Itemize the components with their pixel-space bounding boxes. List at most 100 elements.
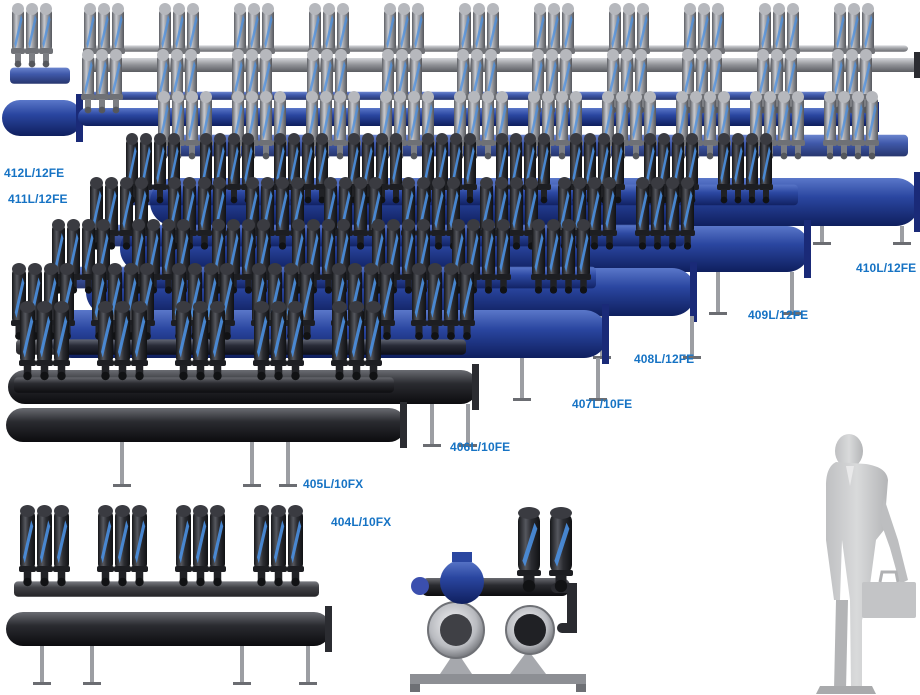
disc-filter-icon (791, 91, 805, 160)
disc-filter-icon (823, 91, 837, 160)
disc-filter-icon (407, 91, 421, 160)
disc-filter-icon (643, 133, 657, 204)
model-label-407: 407L/10FE (572, 397, 633, 411)
disc-filter-icon (315, 133, 329, 204)
disc-filter-icon (481, 219, 496, 294)
disc-filter-icon (209, 505, 226, 587)
disc-filter-icon (53, 505, 70, 587)
disc-filter-icon (770, 49, 784, 114)
disc-filter-icon (97, 301, 114, 381)
disc-filter-icon (175, 301, 192, 381)
disc-filter-icon (114, 505, 131, 587)
disc-filter-icon (209, 301, 226, 381)
disc-filter-icon (665, 177, 680, 250)
disc-filter-icon (185, 91, 199, 160)
rack-405 (6, 301, 407, 487)
disc-filter-icon (650, 177, 665, 250)
disc-filter-icon (731, 133, 745, 204)
rack-412-front (2, 3, 83, 142)
model-label-408: 408L/12FE (634, 352, 695, 366)
disc-filter-icon (95, 49, 109, 114)
disc-filter-icon (131, 301, 148, 381)
rack-408 (86, 177, 701, 359)
disc-filter-icon (587, 177, 602, 250)
disc-filter-icon (299, 263, 315, 340)
disc-filter-icon (443, 263, 459, 340)
disc-filter-icon (531, 49, 545, 114)
disc-filter-icon (509, 177, 524, 250)
disc-filter-icon (175, 505, 192, 587)
disc-filter-icon (81, 49, 95, 114)
disc-filter-icon (411, 263, 427, 340)
disc-filter-icon (496, 219, 511, 294)
disc-filter-icon (331, 301, 348, 381)
disc-filter-icon (431, 177, 446, 250)
disc-filter-icon (379, 263, 395, 340)
disc-filter-icon (226, 219, 241, 294)
disc-filter-icon (635, 177, 650, 250)
disc-filter-icon (717, 133, 731, 204)
model-label-410: 410L/12FE (856, 261, 917, 275)
disc-filter-icon (192, 301, 209, 381)
disc-filter-icon (459, 263, 475, 340)
disc-filter-icon (365, 301, 382, 381)
disc-filter-icon (636, 3, 650, 68)
disc-filter-icon (361, 133, 375, 204)
disc-filter-icon (19, 505, 36, 587)
disc-filter-icon (131, 505, 148, 587)
disc-filter-icon (287, 505, 304, 587)
disc-filter-icon (680, 177, 695, 250)
disc-filter-icon (549, 507, 573, 593)
disc-filter-icon (36, 301, 53, 381)
disc-filter-icon (569, 133, 583, 204)
disc-filter-icon (119, 177, 134, 250)
disc-filter-icon (531, 219, 546, 294)
disc-filter-icon (153, 133, 167, 204)
businessman-silhouette-icon (816, 434, 916, 694)
model-label-405: 405L/10FX (303, 477, 364, 491)
disc-filter-icon (561, 219, 576, 294)
disc-filter-icon (287, 301, 304, 381)
disc-filter-icon (19, 301, 36, 381)
model-label-404: 404L/10FX (331, 515, 392, 529)
disc-filter-icon (602, 177, 617, 250)
disc-filter-icon (745, 133, 759, 204)
disc-filter-icon (109, 49, 123, 114)
disc-filter-icon (463, 133, 477, 204)
disc-filter-icon (97, 505, 114, 587)
disc-filter-icon (576, 219, 591, 294)
disc-filter-icon (227, 133, 241, 204)
disc-filter-icon (481, 91, 495, 160)
disc-filter-icon (759, 133, 773, 204)
disc-filter-icon (333, 91, 347, 160)
model-label-411: 411L/12FE (8, 192, 68, 206)
disc-filter-icon (777, 91, 791, 160)
disc-filter-icon (131, 219, 146, 294)
disc-filter-icon (192, 505, 209, 587)
model-label-409: 409L/12FE (748, 308, 809, 322)
disc-filter-icon (427, 263, 443, 340)
disc-filter-icon (39, 3, 53, 68)
disc-filter-icon (389, 133, 403, 204)
disc-filter-icon (161, 219, 176, 294)
disc-filter-icon (25, 3, 39, 68)
disc-filter-icon (275, 177, 290, 250)
disc-filter-icon (703, 91, 717, 160)
disc-filter-icon (301, 133, 315, 204)
disc-filter-icon (158, 3, 172, 68)
disc-filter-icon (197, 177, 212, 250)
disc-filter-icon (537, 133, 551, 204)
disc-filter-icon (517, 507, 541, 593)
disc-filter-icon (865, 91, 879, 160)
disc-filter-icon (348, 301, 365, 381)
disc-filter-icon (555, 91, 569, 160)
filter-racks-group (2, 3, 920, 685)
disc-filter-icon (259, 91, 273, 160)
disc-filter-icon (546, 219, 561, 294)
disc-filter-icon (81, 219, 96, 294)
disc-filter-icon (615, 91, 629, 160)
rack-404 (6, 505, 332, 685)
disc-filter-icon (837, 91, 851, 160)
disc-filter-icon (11, 3, 25, 68)
